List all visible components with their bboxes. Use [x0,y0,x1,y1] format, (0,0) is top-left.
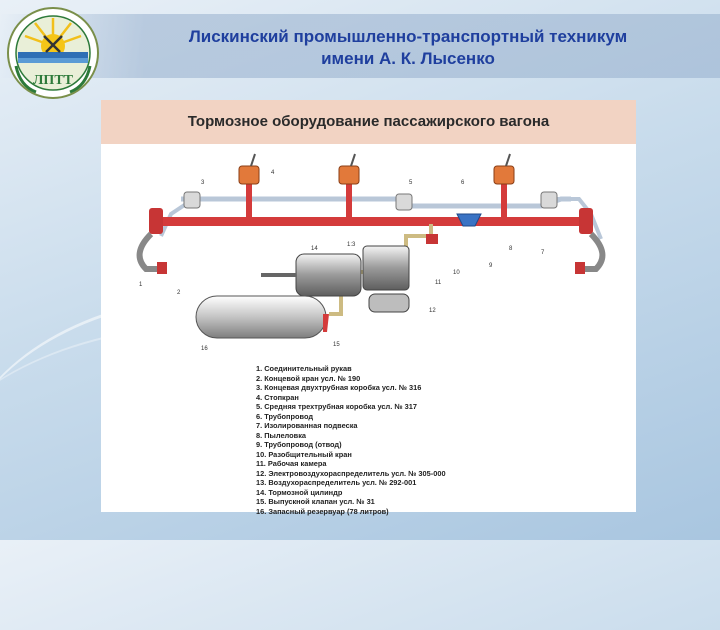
page-title: Лискинский промышленно-транспортный техн… [108,26,708,70]
legend-item: 9. Трубопровод (отвод) [256,440,342,449]
legend-item: 3. Концевая двухтрубная коробка усл. № 3… [256,383,422,392]
figure-panel: Тормозное оборудование пассажирского ваг… [101,100,636,516]
connecting-hose-right [583,231,606,272]
callout-12: 12 [429,308,436,314]
legend-item: 15. Выпускной клапан усл. № 31 [256,497,375,506]
connecting-hose-left [136,231,159,272]
working-chamber-icon [368,293,410,313]
end-cock-icon [149,208,593,234]
callout-10: 10 [453,270,460,276]
stop-valve-icon [238,153,515,185]
callout-9: 9 [489,263,493,269]
legend-item: 7. Изолированная подвеска [256,421,358,430]
aux-pipe-right [546,197,603,240]
callout-16: 16 [201,346,208,352]
dirt-collector-icon [456,213,482,227]
callout-4: 4 [271,170,275,176]
figure-banner [101,100,636,144]
header-bar [0,14,720,78]
junction-box-icon [183,191,558,211]
title-line-1: Лискинский промышленно-транспортный техн… [188,27,628,46]
callout-1: 1 [139,282,143,288]
callout-11: 11 [435,280,442,286]
reservoir-icon [195,295,327,339]
legend-item: 6. Трубопровод [256,411,314,421]
legend-item: 1. Соединительный рукав [256,364,352,373]
legend: 1. Соединительный рукав 2. Концевой кран… [256,364,556,516]
legend-item: 12. Электровоздухораспределитель усл. № … [256,468,446,478]
callouts: 1 2 3 4 5 6 7 8 9 10 11 12 1:3 14 15 16 [139,170,545,352]
legend-item: 13. Воздухораспределитель усл. № 292-001 [256,478,417,487]
legend-item: 16. Запасный резервуар (78 литров) [256,506,389,516]
title-line-2: имени А. К. Лысенко [321,49,495,68]
legend-item: 8. Пылеловка [256,430,307,440]
pipe-drops [246,184,507,220]
callout-13: 1:3 [347,242,356,248]
brake-diagram: 1 2 3 4 5 6 7 8 9 10 11 12 1:3 14 15 16 [136,153,606,352]
legend-item: 2. Концевой кран усл. № 190 [256,373,361,383]
callout-14: 14 [311,246,318,252]
hose-head-icon [157,262,585,274]
logo-text: ЛПТТ [33,73,74,88]
callout-7: 7 [541,250,545,256]
aux-pipe-left [159,200,191,237]
hammer-wrench-icon [43,35,63,53]
legend-item: 11. Рабочая камера [256,459,327,468]
college-logo: ЛПТТ [7,7,99,99]
legend-item: 10. Разобщительный кран [256,449,352,459]
isolating-cock-icon [426,234,438,244]
callout-5: 5 [409,180,413,186]
aux-pipe [181,196,571,209]
callout-2: 2 [177,290,181,296]
distributor-icon [362,245,410,291]
legend-item: 4. Стопкран [256,392,299,402]
brake-cylinder-icon [295,253,362,297]
brake-pipe [156,217,586,226]
callout-8: 8 [509,246,513,252]
release-valve-icon [323,314,329,332]
legend-item: 5. Средняя трехтрубная коробка усл. № 31… [256,402,417,411]
legend-item: 14. Тормозной цилиндр [256,487,343,497]
callout-6: 6 [461,180,465,186]
callout-3: 3 [201,180,205,186]
callout-15: 15 [333,342,340,348]
figure-title: Тормозное оборудование пассажирского ваг… [187,113,550,130]
